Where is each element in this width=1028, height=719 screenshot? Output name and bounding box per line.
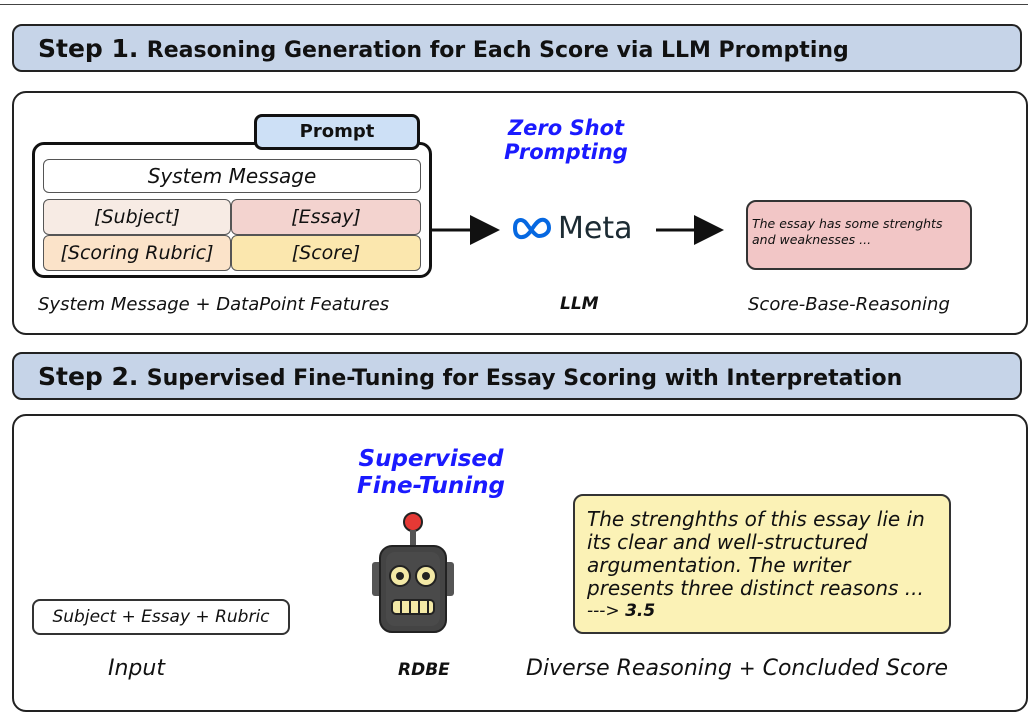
diverse-reasoning-box: The strenghths of this essay lie in its … (573, 494, 951, 634)
score-arrow: ---> (587, 601, 620, 621)
step2-header: Step 2. Supervised Fine-Tuning for Essay… (12, 352, 1022, 400)
input-caption: Input (108, 656, 165, 681)
meta-logo: Meta (512, 206, 633, 250)
zero-shot-line2: Prompting (504, 140, 628, 164)
step1-header-label: Step 1. Reasoning Generation for Each Sc… (38, 34, 849, 63)
concluded-score-caption: Concluded Score (762, 656, 949, 681)
diverse-reasoning-score-line: ---> 3.5 (587, 600, 941, 623)
meta-wordmark: Meta (558, 210, 633, 246)
score-reasoning-line2: and weaknesses ... (752, 232, 872, 247)
prompt-box: System Message [Subject] [Essay] [Scorin… (32, 142, 432, 278)
zero-shot-line1: Zero Shot (507, 116, 625, 140)
step2-title: Supervised Fine-Tuning for Essay Scoring… (146, 366, 903, 391)
score-reasoning-line1: The essay has some strenghts (752, 216, 943, 231)
step1-header: Step 1. Reasoning Generation for Each Sc… (12, 24, 1022, 72)
system-message-cell: System Message (43, 159, 421, 193)
essay-cell: [Essay] (231, 199, 421, 235)
step2-header-label: Step 2. Supervised Fine-Tuning for Essay… (38, 362, 902, 391)
meta-infinity-logo-icon (513, 217, 551, 240)
concluded-score-value: 3.5 (625, 601, 656, 621)
system-message-caption: System Message + DataPoint Features (38, 294, 390, 315)
diverse-reasoning-line4: presents three distinct reasons ... (587, 576, 924, 600)
subject-cell: [Subject] (43, 199, 231, 235)
input-box: Subject + Essay + Rubric (32, 599, 290, 635)
output-caption: Diverse Reasoning + Concluded Score (526, 656, 948, 681)
rdbe-caption: RDBE (398, 660, 450, 680)
score-reasoning-caption: Score-Base-Reasoning (748, 294, 950, 315)
sft-line1: Supervised (358, 446, 504, 472)
step2-number: Step 2. (38, 362, 139, 391)
diverse-reasoning-line2: its clear and well-structured (587, 530, 868, 554)
step1-title: Reasoning Generation for Each Score via … (146, 38, 849, 63)
step1-number: Step 1. (38, 34, 139, 63)
diverse-reasoning-line1: The strenghths of this essay lie in (587, 507, 925, 531)
score-reasoning-box: The essay has some strenghts and weaknes… (746, 200, 972, 270)
llm-caption: LLM (560, 294, 599, 314)
robot-icon (372, 512, 454, 633)
diverse-reasoning-caption: Diverse Reasoning (526, 656, 732, 681)
prompt-tab: Prompt (254, 114, 420, 150)
plus-sign: + (738, 656, 756, 680)
supervised-fine-tuning-title: Supervised Fine-Tuning (346, 446, 516, 500)
diverse-reasoning-line3: argumentation. The writer (587, 553, 851, 577)
top-rule (0, 4, 1028, 5)
scoring-rubric-cell: [Scoring Rubric] (43, 235, 231, 271)
score-cell: [Score] (231, 235, 421, 271)
zero-shot-title: Zero Shot Prompting (486, 116, 646, 164)
sft-line2: Fine-Tuning (357, 473, 505, 499)
